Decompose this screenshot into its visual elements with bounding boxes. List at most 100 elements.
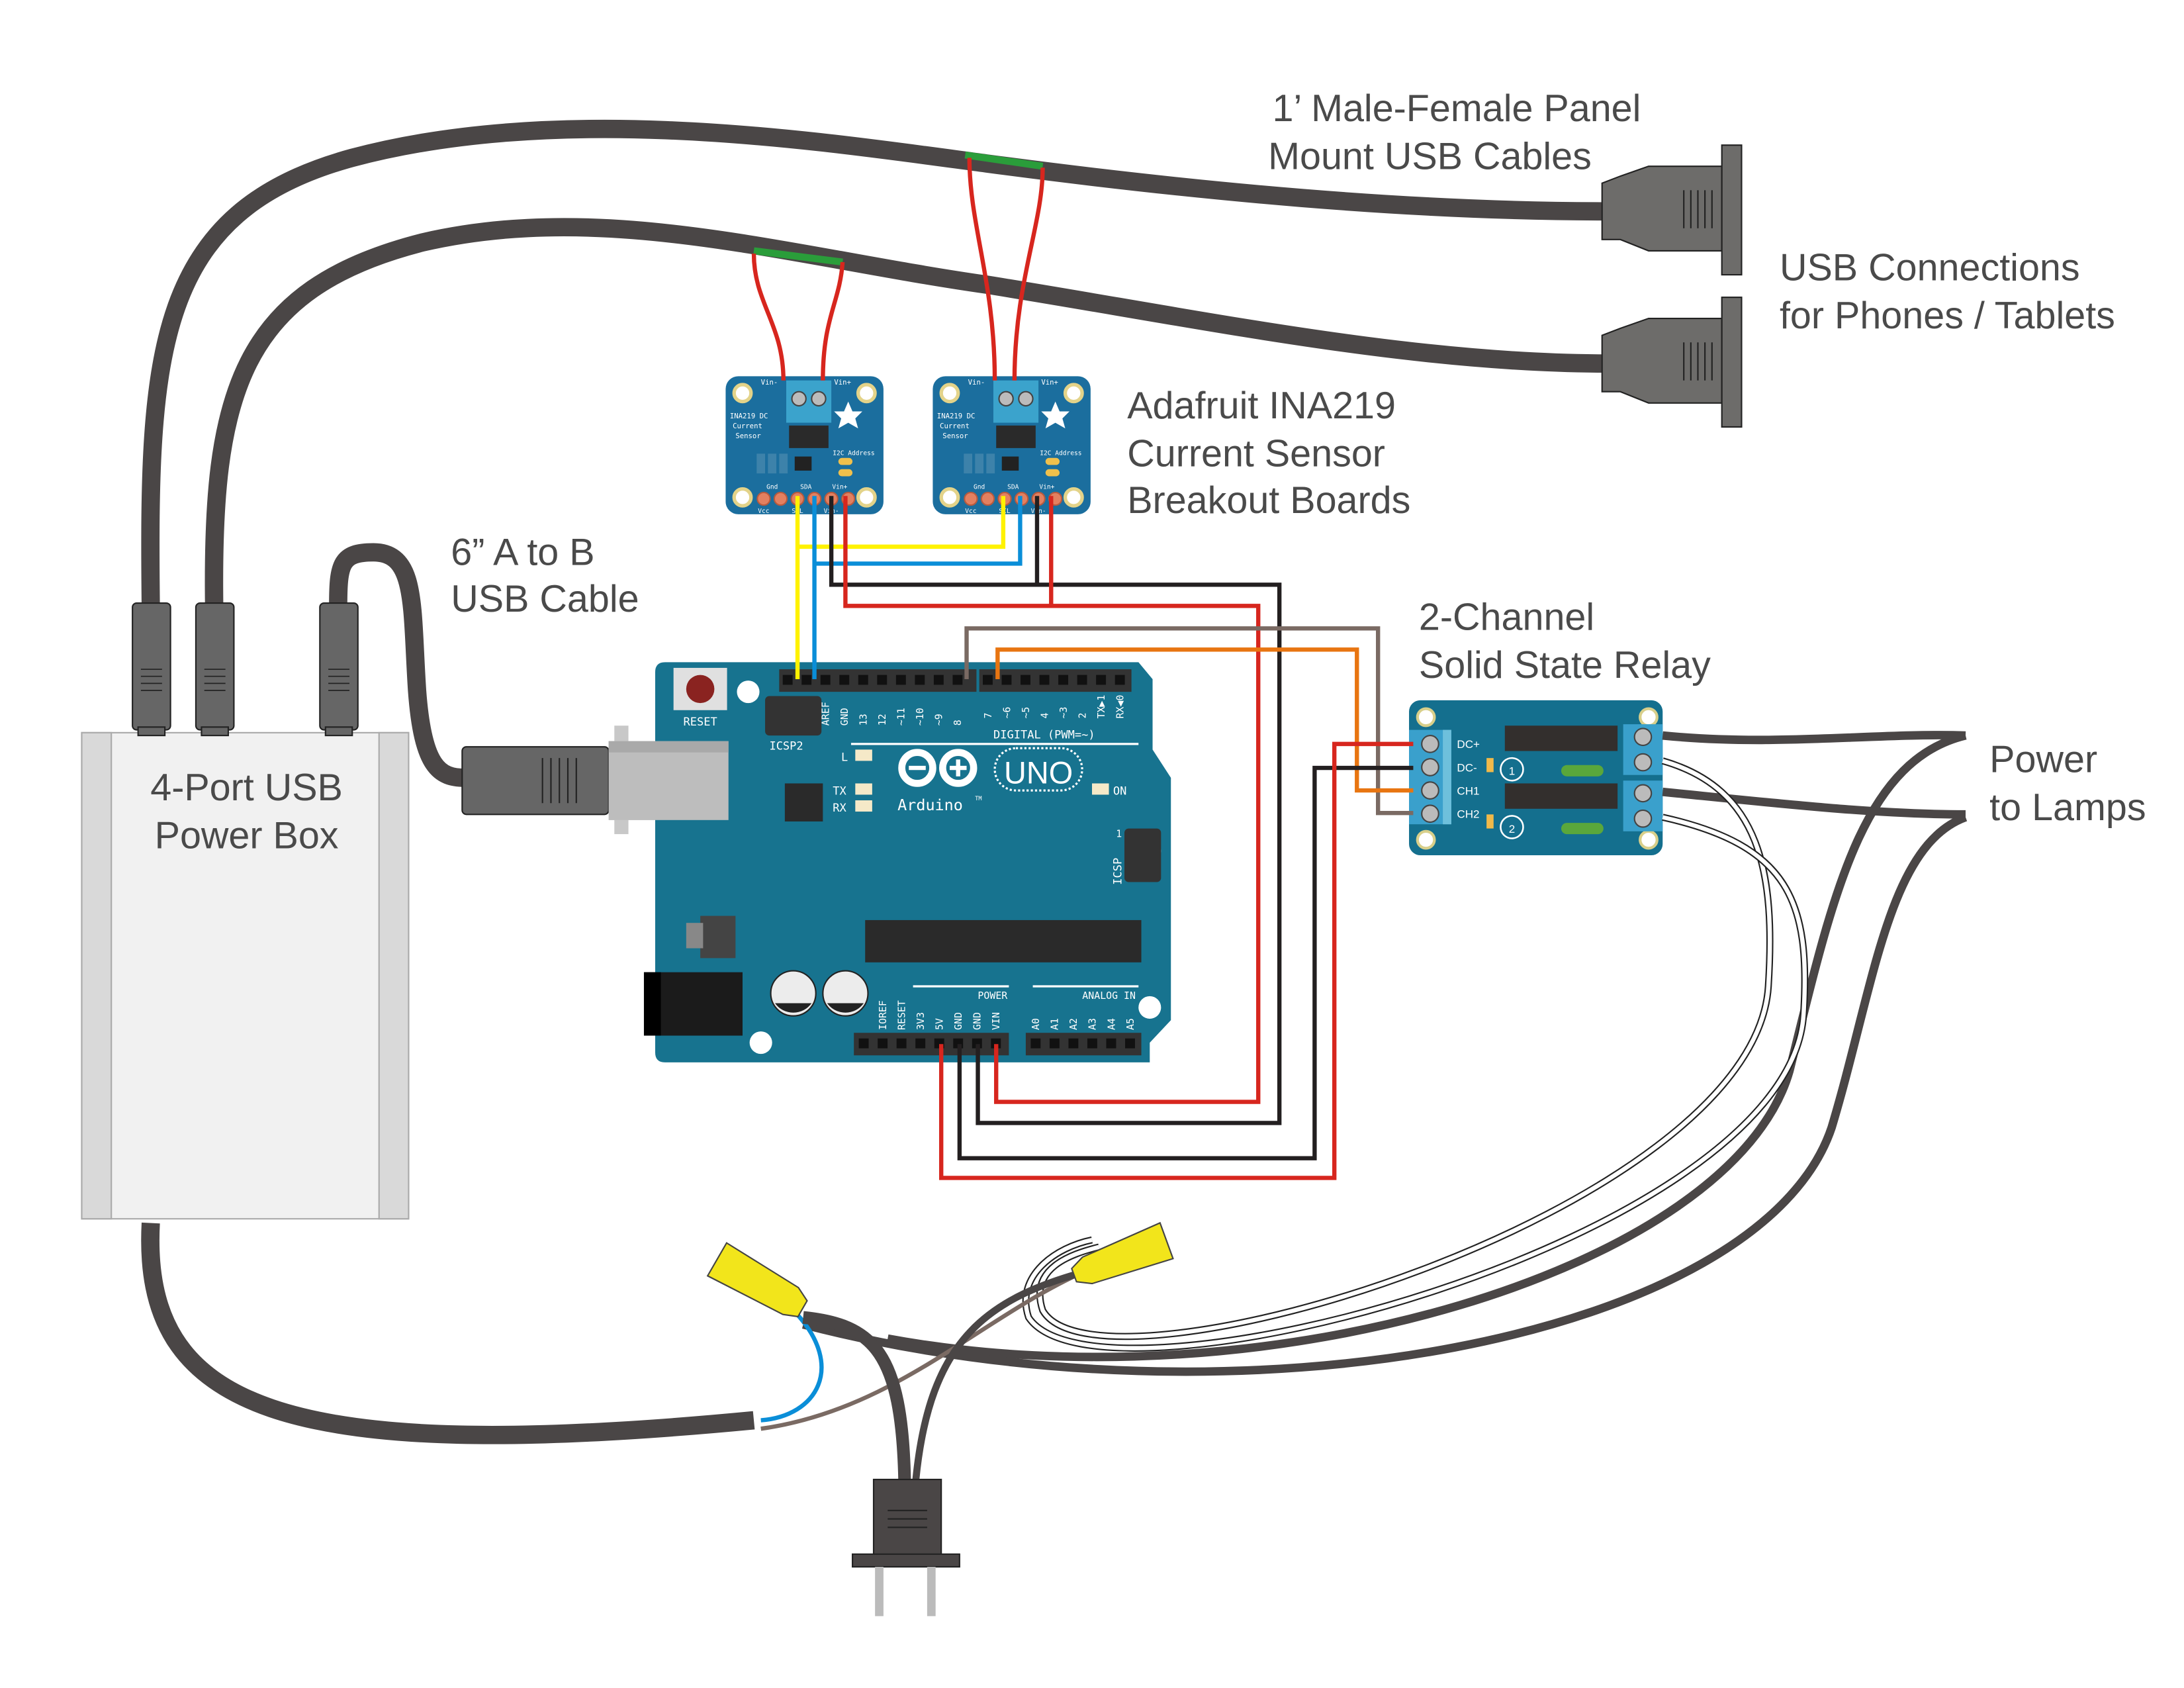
mount-hole — [737, 680, 760, 704]
digital-pin-label: TX▶1 — [1095, 695, 1107, 719]
digital-pin-label: ~10 — [914, 708, 926, 726]
wire-black-vin-minus — [829, 496, 1282, 1125]
pin-label: Vcc — [758, 508, 769, 515]
wire-red-sensor-2b — [1012, 167, 1045, 381]
pin-label: SDA — [800, 484, 812, 491]
wire-red-vin-plus — [843, 496, 1261, 1104]
vin-plus-label: Vin+ — [834, 378, 851, 387]
label-ab-cable-2: USB Cable — [451, 578, 639, 620]
vin-plus-label: Vin+ — [1041, 378, 1058, 387]
analog-pin[interactable] — [1087, 1038, 1097, 1049]
analog-pin[interactable] — [1106, 1038, 1116, 1049]
digital-pin[interactable] — [858, 675, 868, 685]
analog-pin-label: A2 — [1068, 1018, 1079, 1030]
relay-input-label: DC- — [1457, 761, 1477, 774]
digital-pin[interactable] — [1096, 675, 1107, 685]
digital-label: DIGITAL (PWM=~) — [993, 728, 1095, 741]
input-screw — [1421, 758, 1439, 776]
digital-pin-label: AREF — [820, 702, 832, 726]
panel-usb-cable-1 — [141, 119, 1607, 606]
digital-pin-label: 13 — [858, 714, 870, 726]
digital-pin[interactable] — [782, 675, 793, 685]
led-rx-label: RX — [833, 802, 846, 815]
trademark: TM — [975, 796, 981, 802]
pin-label: Gnd — [766, 484, 778, 491]
analog-pin[interactable] — [1125, 1038, 1135, 1049]
label-sensors-3: Breakout Boards — [1127, 479, 1410, 522]
wire-blue-sda — [812, 496, 1023, 679]
led-l — [855, 749, 872, 761]
pin-label: Vin+ — [1039, 484, 1054, 491]
power-box-label-line2: Power Box — [155, 814, 339, 857]
ina219-title: INA219 DC — [730, 412, 768, 420]
mount-hole — [1138, 996, 1161, 1019]
uno-logo-text: UNO — [1004, 755, 1073, 790]
analog-pin[interactable] — [1049, 1038, 1060, 1049]
splice-green-2 — [964, 151, 1044, 170]
ina219-chip — [794, 456, 812, 471]
channel-2-number: 2 — [1509, 823, 1515, 835]
digital-pin-label: ~6 — [1001, 707, 1013, 719]
digital-pin[interactable] — [801, 675, 812, 685]
header-pin[interactable] — [980, 491, 995, 506]
digital-pin[interactable] — [877, 675, 887, 685]
wire-red-5v-dc-plus — [939, 741, 1414, 1180]
digital-pin-label: 2 — [1076, 713, 1088, 719]
header-pin[interactable] — [773, 491, 788, 506]
shunt-resistor — [996, 425, 1036, 448]
power-pin[interactable] — [915, 1038, 926, 1049]
digital-pin[interactable] — [952, 675, 963, 685]
channel-1-marker — [1500, 757, 1524, 782]
digital-pin[interactable] — [983, 675, 993, 685]
digital-pin-label: ~9 — [933, 714, 945, 726]
mount-hole — [749, 1031, 772, 1055]
ina219-title: Sensor — [735, 432, 760, 440]
header-pin[interactable] — [964, 491, 978, 506]
digital-pin[interactable] — [839, 675, 850, 685]
power-pin[interactable] — [896, 1038, 907, 1049]
digital-pin-label: ~11 — [895, 708, 907, 726]
ac-power-plug — [852, 1478, 960, 1617]
digital-pin-label: ~5 — [1020, 707, 1032, 719]
digital-pin[interactable] — [1115, 675, 1125, 685]
analog-in-label: ANALOG IN — [1082, 990, 1136, 1002]
digital-pin[interactable] — [1021, 675, 1030, 685]
header-pin[interactable] — [756, 491, 771, 506]
digital-pin[interactable] — [1058, 675, 1069, 685]
led-l-label: L — [841, 751, 848, 764]
analog-pin[interactable] — [1030, 1038, 1041, 1049]
analog-pin[interactable] — [1068, 1038, 1079, 1049]
input-screw — [1421, 804, 1439, 823]
ina219-title: Sensor — [942, 432, 968, 440]
power-pin-label: IOREF — [877, 1000, 889, 1030]
digital-pin[interactable] — [1039, 675, 1050, 685]
digital-pin-label: RX◀0 — [1114, 695, 1126, 719]
relay-input-label: CH2 — [1457, 808, 1479, 821]
digital-pin[interactable] — [915, 675, 925, 685]
digital-pin[interactable] — [895, 675, 906, 685]
icsp2-header — [765, 696, 822, 736]
relay-1 — [1504, 726, 1618, 751]
wire-brown-pin8 — [964, 626, 1414, 816]
led-on — [1092, 783, 1109, 795]
pin-label: SDA — [1007, 484, 1019, 491]
channel-2-marker — [1500, 815, 1524, 839]
power-pin[interactable] — [878, 1038, 888, 1049]
label-sensors-1: Adafruit INA219 — [1127, 385, 1396, 427]
panel-usb-connector-2 — [1601, 297, 1743, 428]
power-pin[interactable] — [858, 1038, 869, 1049]
digital-pin[interactable] — [820, 675, 831, 685]
power-box-input-cable — [141, 1222, 755, 1444]
power-pin-label: GND — [952, 1012, 964, 1030]
analog-pin-label: A0 — [1030, 1018, 1042, 1030]
i2c-label: I2C Address — [833, 450, 874, 457]
wire-nut-2 — [1071, 1221, 1174, 1285]
wire-nut-1 — [706, 1242, 808, 1318]
pin-label: Gnd — [974, 484, 985, 491]
digital-pin[interactable] — [1001, 675, 1012, 685]
digital-pin[interactable] — [933, 675, 944, 685]
digital-pin[interactable] — [1077, 675, 1087, 685]
power-pin[interactable] — [991, 1038, 1001, 1049]
label-panel-cables-1: 1’ Male-Female Panel — [1273, 87, 1641, 130]
reset-button[interactable] — [673, 667, 727, 710]
